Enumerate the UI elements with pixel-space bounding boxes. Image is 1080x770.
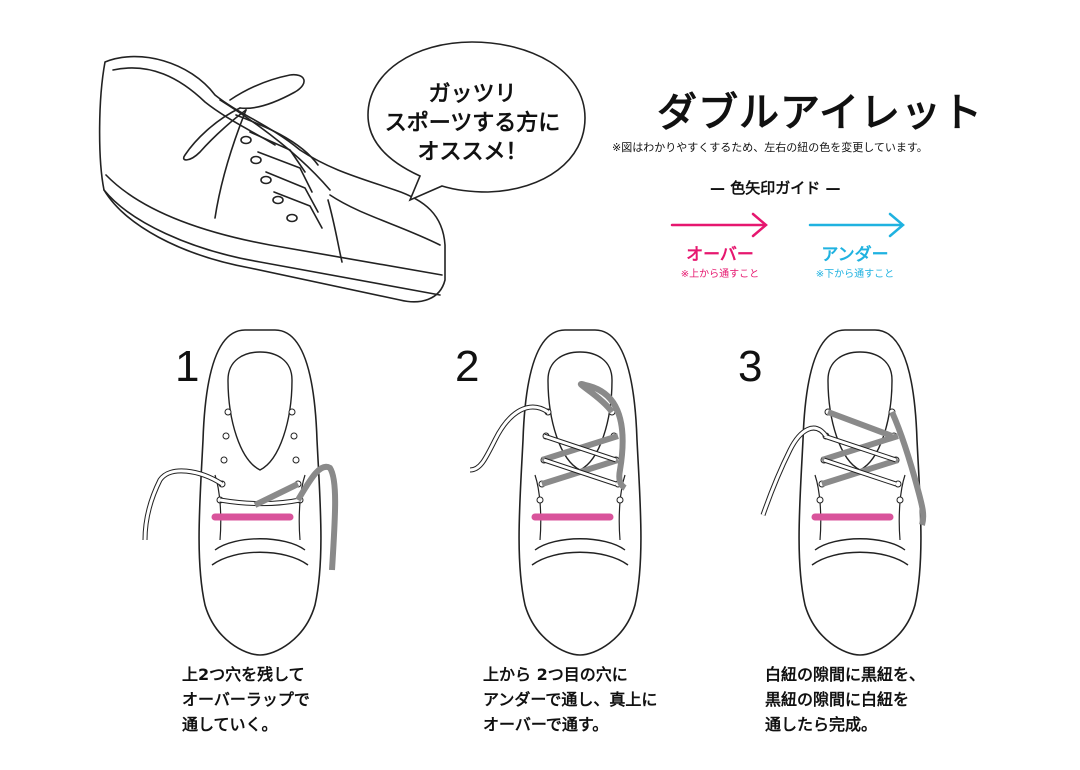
step2-number: 2 bbox=[455, 342, 480, 391]
arrow-guide-heading: — 色矢印ガイド — bbox=[710, 179, 841, 197]
under-arrow-icon bbox=[808, 212, 905, 238]
speech-bubble-text: ガッツリ スポーツする方に オススメ！ bbox=[370, 80, 575, 167]
color-note: ※図はわかりやすくするため、左右の紐の色を変更しています。 bbox=[612, 141, 928, 154]
bubble-line: スポーツする方に bbox=[384, 111, 561, 136]
over-sublabel: ※上から通すこと bbox=[680, 269, 760, 280]
under-label: アンダー bbox=[821, 245, 889, 265]
under-legend: アンダー ※下から通すこと bbox=[795, 240, 915, 280]
step3-shoe-illustration bbox=[760, 329, 927, 656]
step-line: 黒紐の隙間に白紐を bbox=[765, 690, 910, 709]
sneaker-side-illustration bbox=[98, 55, 446, 303]
step-line: 白紐の隙間に黒紐を、 bbox=[765, 665, 926, 684]
step1-number: 1 bbox=[175, 342, 200, 391]
step2-description: 上から 2つ目の穴に アンダーで通し、真上に オーバーで通す。 bbox=[483, 662, 657, 737]
over-legend: オーバー ※上から通すこと bbox=[660, 240, 780, 280]
step-line: オーバーで通す。 bbox=[483, 715, 609, 734]
step2-shoe-illustration bbox=[469, 329, 642, 656]
step-line: アンダーで通し、真上に bbox=[483, 690, 658, 709]
page-title: ダブルアイレット bbox=[657, 90, 983, 136]
step-line: 通したら完成。 bbox=[765, 715, 878, 734]
speech-bubble-shape bbox=[367, 41, 586, 202]
bubble-line: オススメ！ bbox=[417, 140, 528, 165]
over-label: オーバー bbox=[686, 245, 754, 265]
under-sublabel: ※下から通すこと bbox=[815, 269, 895, 280]
step1-description: 上2つ穴を残して オーバーラップで 通していく。 bbox=[182, 662, 310, 737]
step-line: 通していく。 bbox=[182, 715, 278, 734]
step3-number: 3 bbox=[738, 342, 763, 391]
step-line: 上2つ穴を残して bbox=[182, 665, 305, 684]
step3-description: 白紐の隙間に黒紐を、 黒紐の隙間に白紐を 通したら完成。 bbox=[765, 662, 925, 737]
step-line: 上から 2つ目の穴に bbox=[483, 665, 628, 684]
step-line: オーバーラップで bbox=[182, 690, 310, 709]
step1-shoe-illustration bbox=[142, 329, 339, 656]
over-arrow-icon bbox=[670, 212, 768, 238]
bubble-line: ガッツリ bbox=[428, 82, 517, 107]
